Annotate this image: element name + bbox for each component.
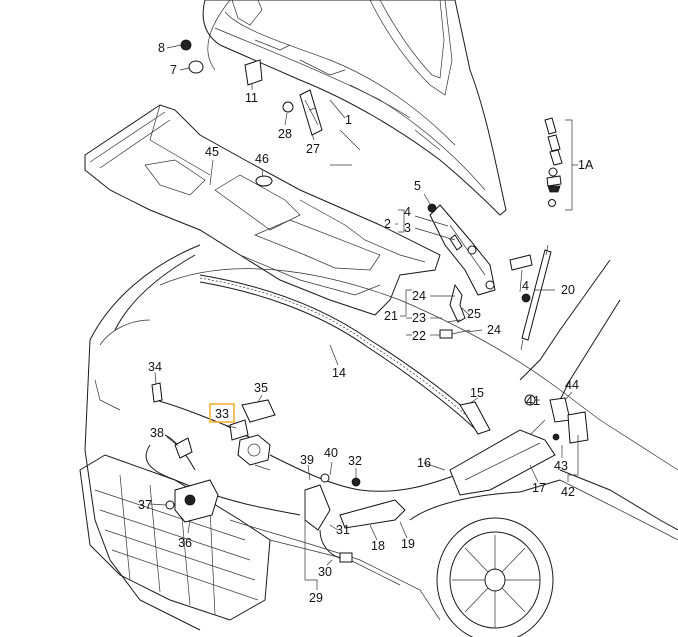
callout-21: 21 xyxy=(384,309,398,323)
callout-43: 43 xyxy=(554,459,568,473)
hood-hinge xyxy=(427,203,552,351)
lower-latch xyxy=(151,382,219,523)
callout-19: 19 xyxy=(401,537,415,551)
callout-34: 34 xyxy=(148,360,162,374)
small-parts-top xyxy=(180,39,323,136)
callout-labels: 1 1A 2 3 4 5 7 8 11 14 15 16 17 18 19 20… xyxy=(138,41,594,605)
callout-23: 23 xyxy=(412,311,426,325)
callout-15: 15 xyxy=(470,386,484,400)
callout-29: 29 xyxy=(309,591,323,605)
callout-3-upper: 3 xyxy=(404,221,411,235)
callout-20: 20 xyxy=(561,283,575,297)
callout-38: 38 xyxy=(150,426,164,440)
callout-31: 31 xyxy=(336,523,350,537)
callout-17: 17 xyxy=(532,481,546,495)
callout-36: 36 xyxy=(178,536,192,550)
callout-2: 2 xyxy=(384,217,391,231)
callout-39: 39 xyxy=(300,453,314,467)
bolt-set xyxy=(544,117,578,211)
hood xyxy=(202,0,507,216)
seal-strip xyxy=(199,274,479,429)
callout-4-lower: 4 xyxy=(522,279,529,293)
leader-lines xyxy=(149,44,579,590)
callout-32: 32 xyxy=(348,454,362,468)
callout-27: 27 xyxy=(306,142,320,156)
callout-28: 28 xyxy=(278,127,292,141)
callout-45: 45 xyxy=(205,145,219,159)
callout-40: 40 xyxy=(324,446,338,460)
callout-4-upper: 4 xyxy=(404,205,411,219)
callout-14: 14 xyxy=(332,366,346,380)
callout-30: 30 xyxy=(318,565,332,579)
callout-42: 42 xyxy=(561,485,575,499)
callout-44: 44 xyxy=(565,378,579,392)
callout-35: 35 xyxy=(254,381,268,395)
callout-11: 11 xyxy=(245,91,258,105)
callout-16: 16 xyxy=(417,456,431,470)
right-brackets xyxy=(339,394,589,529)
callout-8: 8 xyxy=(158,41,165,55)
callout-1a: 1A xyxy=(578,158,594,172)
callout-24-upper: 24 xyxy=(412,289,426,303)
cowl-panel xyxy=(84,104,441,316)
callout-37: 37 xyxy=(138,498,152,512)
wheel xyxy=(436,517,554,637)
callout-41: 41 xyxy=(526,394,540,408)
callout-1: 1 xyxy=(345,113,352,127)
callout-25: 25 xyxy=(467,307,481,321)
callout-33: 33 xyxy=(215,407,229,421)
hood-latch xyxy=(229,399,276,471)
callout-33-highlight xyxy=(209,403,235,423)
callout-46: 46 xyxy=(255,152,269,166)
callout-24-lower: 24 xyxy=(487,323,501,337)
callout-18: 18 xyxy=(371,539,385,553)
callout-22: 22 xyxy=(412,329,426,343)
car-front xyxy=(79,244,678,637)
callout-7: 7 xyxy=(170,63,177,77)
callout-5: 5 xyxy=(414,179,421,193)
